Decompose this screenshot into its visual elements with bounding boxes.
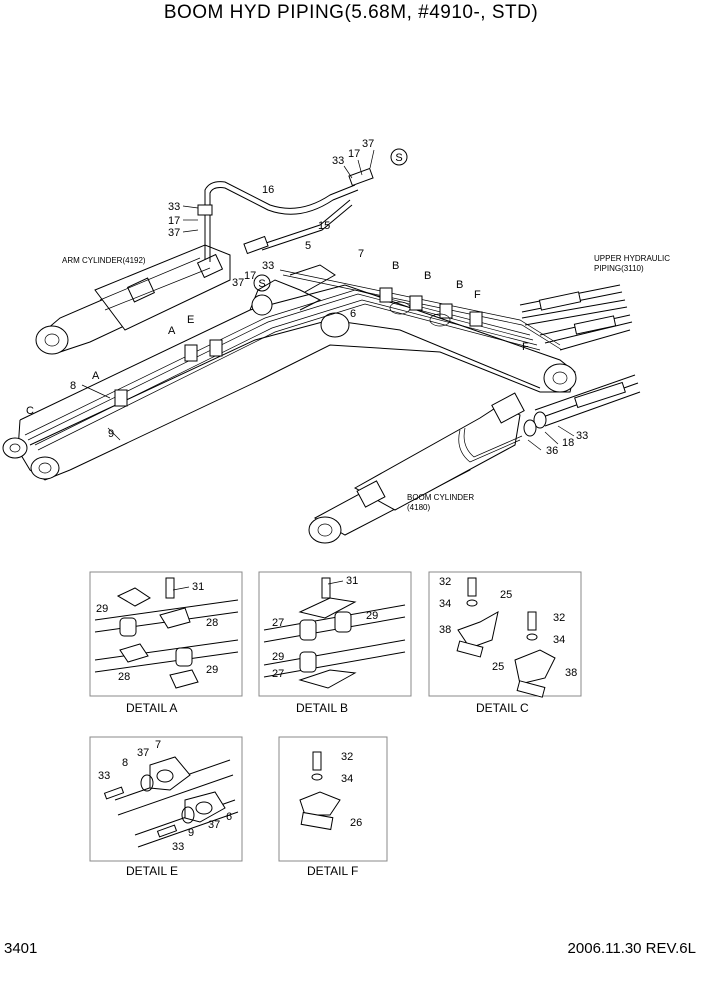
- label-17b: 17: [168, 215, 180, 227]
- label-5: 5: [305, 240, 311, 252]
- boom-pipes: [24, 269, 563, 451]
- detail-a-28a: 28: [206, 617, 218, 629]
- leader-lines: [81, 149, 575, 591]
- s-mark-mid-label: S: [258, 278, 265, 290]
- detail-c-38b: 38: [565, 667, 577, 679]
- boom-body: [2, 264, 577, 481]
- label-B1: B: [392, 260, 399, 272]
- detail-b-27a: 27: [272, 617, 284, 629]
- detail-a-29b: 29: [206, 664, 218, 676]
- label-B2: B: [424, 270, 431, 282]
- label-E1: E: [187, 314, 194, 326]
- arm-cylinder: [35, 244, 231, 355]
- detail-b-caption: DETAIL B: [296, 701, 348, 715]
- detail-b-27b: 27: [272, 668, 284, 680]
- boom-cylinder: [308, 392, 525, 544]
- detail-f-caption: DETAIL F: [307, 864, 358, 878]
- label-C1: C: [26, 405, 34, 417]
- label-A2: A: [92, 370, 100, 382]
- detail-e-6: 6: [226, 811, 232, 823]
- label-17a: 17: [348, 148, 360, 160]
- detail-b-29b: 29: [272, 651, 284, 663]
- label-37c: 37: [232, 277, 244, 289]
- label-37b: 37: [168, 227, 180, 239]
- detail-c: 32 25 34 38 32 34 25 38 DETAIL C: [428, 571, 582, 715]
- detail-b-31: 31: [346, 575, 358, 587]
- revision-date: 2006.11.30 REV.6L: [567, 940, 696, 957]
- detail-e-8: 8: [122, 757, 128, 769]
- arm-hoses: [197, 167, 374, 262]
- detail-c-32a: 32: [439, 576, 451, 588]
- detail-f-26: 26: [350, 817, 362, 829]
- page-number: 3401: [4, 940, 38, 957]
- label-B3: B: [456, 279, 463, 291]
- label-37a: 37: [362, 138, 374, 150]
- label-F1: F: [474, 289, 481, 301]
- detail-e-37b: 37: [208, 819, 220, 831]
- detail-a-31: 31: [192, 581, 204, 593]
- detail-f-34: 34: [341, 773, 353, 785]
- label-17c: 17: [244, 270, 256, 282]
- detail-c-34b: 34: [553, 634, 565, 646]
- detail-e-37a: 37: [137, 747, 149, 759]
- label-18: 18: [562, 437, 574, 449]
- s-mark-mid: [253, 274, 271, 292]
- label-9: 9: [108, 428, 114, 440]
- label-33a: 33: [332, 155, 344, 167]
- upper-hydraulic-label-1: UPPER HYDRAULIC: [594, 254, 670, 263]
- detail-b-29a: 29: [366, 610, 378, 622]
- detail-c-38a: 38: [439, 624, 451, 636]
- detail-e-7: 7: [155, 739, 161, 751]
- upper-hydraulic-piping: [519, 284, 641, 437]
- detail-e-33b: 33: [172, 841, 184, 853]
- detail-c-32b: 32: [553, 612, 565, 624]
- detail-f-32: 32: [341, 751, 353, 763]
- s-mark-top-label: S: [395, 152, 402, 164]
- s-mark-top: [390, 148, 408, 166]
- detail-a: 31 29 28 28 29 DETAIL A: [89, 571, 243, 715]
- detail-e: 7 37 8 33 37 6 9 33 DETAIL E: [89, 736, 243, 878]
- label-33c: 33: [262, 260, 274, 272]
- detail-e-caption: DETAIL E: [126, 864, 178, 878]
- boom-cylinder-label-2: (4180): [407, 503, 430, 512]
- main-part-labels: 37 17 33 16 15 33 17 37 17 37 33 5 7 6 B…: [26, 138, 588, 457]
- arm-cylinder-label: ARM CYLINDER(4192): [62, 256, 146, 265]
- detail-c-34a: 34: [439, 598, 451, 610]
- label-8: 8: [70, 380, 76, 392]
- label-A1: A: [168, 325, 176, 337]
- label-6: 6: [350, 308, 356, 320]
- label-33b: 33: [168, 201, 180, 213]
- label-15: 15: [318, 220, 330, 232]
- boom-cylinder-label-1: BOOM CYLINDER: [407, 493, 474, 502]
- detail-c-25a: 25: [500, 589, 512, 601]
- label-33d: 33: [576, 430, 588, 442]
- detail-f: 32 34 26 DETAIL F: [278, 736, 388, 878]
- detail-e-9: 9: [188, 827, 194, 839]
- label-16: 16: [262, 184, 274, 196]
- label-36: 36: [546, 445, 558, 457]
- upper-hydraulic-label-2: PIPING(3110): [594, 264, 644, 273]
- label-7: 7: [358, 248, 364, 260]
- detail-e-33a: 33: [98, 770, 110, 782]
- detail-a-29a: 29: [96, 603, 108, 615]
- detail-a-caption: DETAIL A: [126, 701, 177, 715]
- page-title: BOOM HYD PIPING(5.68M, #4910-, STD): [163, 2, 539, 23]
- detail-a-28b: 28: [118, 671, 130, 683]
- label-F2: F: [522, 341, 529, 353]
- detail-c-25b: 25: [492, 661, 504, 673]
- detail-c-caption: DETAIL C: [476, 701, 529, 715]
- detail-b: 31 27 29 29 27 DETAIL B: [258, 571, 412, 715]
